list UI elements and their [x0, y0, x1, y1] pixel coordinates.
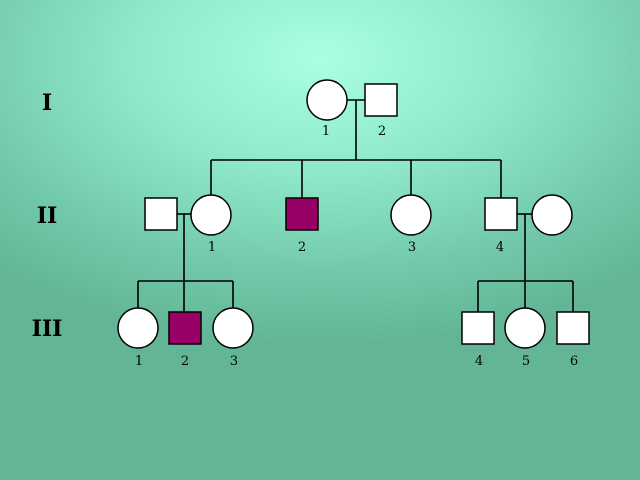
individual-ii-3-number: 3 — [408, 240, 416, 255]
individual-i-2-number: 2 — [378, 124, 386, 139]
individual-ii-2-number: 2 — [298, 240, 306, 255]
individual-iii-1-symbol — [117, 307, 159, 349]
individual-i-1-number: 1 — [322, 124, 330, 139]
individual-iii-2-symbol — [168, 311, 202, 345]
individual-iii-6-number: 6 — [570, 354, 578, 369]
individual-iii-1-number: 1 — [135, 354, 143, 369]
generation-label-i: I — [42, 90, 52, 116]
pedigree-numbers: 1 2 1 2 3 4 1 2 3 4 5 6 — [135, 124, 578, 369]
individual-ii-4-number: 4 — [496, 240, 504, 255]
individual-ii-1-number: 1 — [208, 240, 216, 255]
individual-iii-3-number: 3 — [230, 354, 238, 369]
generation-label-ii: II — [37, 203, 58, 229]
individual-iii-4-number: 4 — [475, 354, 483, 369]
individual-i-2-symbol — [364, 83, 398, 117]
individual-iii-5-symbol — [504, 307, 546, 349]
individual-iii-3-symbol — [212, 307, 254, 349]
individual-iii-2-number: 2 — [181, 354, 189, 369]
individual-ii-4-symbol — [484, 197, 518, 231]
individual-ii-2-symbol — [285, 197, 319, 231]
pedigree-lines — [137, 99, 574, 312]
individual-ii-spouse-a-symbol — [144, 197, 178, 231]
individual-iii-5-number: 5 — [522, 354, 530, 369]
individual-iii-4-symbol — [461, 311, 495, 345]
individual-iii-6-symbol — [556, 311, 590, 345]
individual-i-1-symbol — [306, 79, 348, 121]
generation-label-iii: III — [32, 316, 63, 342]
individual-ii-3-symbol — [390, 194, 432, 236]
pedigree-individuals — [117, 79, 590, 349]
individual-ii-1-symbol — [190, 194, 232, 236]
individual-ii-spouse-b-symbol — [531, 194, 573, 236]
